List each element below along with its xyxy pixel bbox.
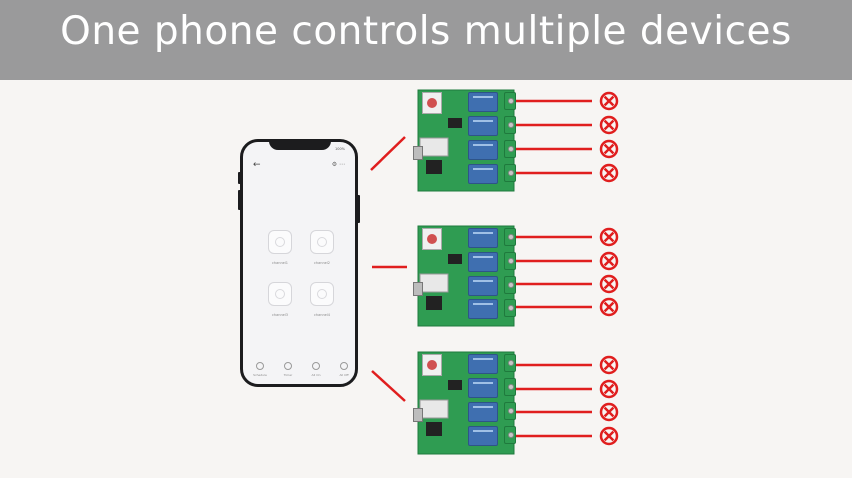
- load-x-icon: [599, 115, 619, 135]
- link-line-1: [370, 136, 406, 171]
- power-icon: [275, 237, 285, 247]
- load-x-icon: [599, 297, 619, 317]
- usb-port: [413, 282, 423, 296]
- relay: [468, 276, 498, 296]
- switch-button-channel1[interactable]: [268, 230, 292, 254]
- chip: [426, 160, 442, 174]
- load-x-icon: [599, 251, 619, 271]
- phone-mockup: 100% ← ⚙ ⋯ channel1 channel2 channel3 ch…: [240, 139, 358, 387]
- relay: [468, 426, 498, 446]
- power-off-icon[interactable]: [340, 362, 348, 370]
- relay-board-2: [412, 224, 518, 328]
- wifi-module: [422, 92, 442, 114]
- relay: [468, 299, 498, 319]
- load-x-icon: [599, 91, 619, 111]
- timer-icon[interactable]: [284, 362, 292, 370]
- load-x-icon: [599, 139, 619, 159]
- switch-label: channel3: [271, 313, 289, 317]
- phone-power-button: [357, 195, 360, 223]
- banner-title: One phone controls multiple devices: [60, 9, 792, 54]
- wifi-module: [422, 228, 442, 250]
- switch-button-channel2[interactable]: [310, 230, 334, 254]
- phone-volume-button: [238, 190, 241, 210]
- phone-notch: [269, 139, 331, 150]
- power-icon: [317, 237, 327, 247]
- relay-board-3: [412, 350, 518, 456]
- title-banner: One phone controls multiple devices: [0, 0, 852, 80]
- load-x-icon: [599, 426, 619, 446]
- relay: [468, 164, 498, 184]
- terminal-block: [504, 228, 516, 246]
- relay: [468, 92, 498, 112]
- nav-label: Timer: [283, 373, 293, 377]
- terminal-block: [504, 92, 516, 110]
- switch-button-channel4[interactable]: [310, 282, 334, 306]
- terminal-block: [504, 378, 516, 396]
- chip: [448, 254, 462, 264]
- chip: [448, 380, 462, 390]
- terminal-block: [504, 402, 516, 420]
- battery-status: 100%: [334, 147, 345, 151]
- output-wires: [511, 99, 592, 438]
- load-x-icon: [599, 163, 619, 183]
- arrow-left-icon[interactable]: ←: [253, 160, 261, 170]
- load-x-icon: [599, 274, 619, 294]
- load-x-icon: [599, 379, 619, 399]
- chip: [448, 118, 462, 128]
- nav-label: All Off: [339, 373, 349, 377]
- chip: [426, 296, 442, 310]
- terminal-block: [504, 354, 516, 372]
- terminal-block: [504, 426, 516, 444]
- load-x-icon: [599, 227, 619, 247]
- nav-label: All On: [311, 373, 321, 377]
- load-x-icon: [599, 402, 619, 422]
- switch-label: channel1: [271, 261, 289, 265]
- wifi-module: [422, 354, 442, 376]
- power-icon: [317, 289, 327, 299]
- terminal-block: [504, 140, 516, 158]
- terminal-block: [504, 299, 516, 317]
- switch-label: channel2: [313, 261, 331, 265]
- more-icon[interactable]: ⚙ ⋯: [331, 161, 345, 168]
- nav-label: Schedule: [253, 373, 267, 377]
- terminal-block: [504, 252, 516, 270]
- link-line-3: [371, 370, 406, 402]
- clock-icon[interactable]: [256, 362, 264, 370]
- switch-button-channel3[interactable]: [268, 282, 292, 306]
- terminal-block: [504, 276, 516, 294]
- chip: [426, 422, 442, 436]
- relay: [468, 354, 498, 374]
- relay: [468, 228, 498, 248]
- terminal-block: [504, 116, 516, 134]
- relay-board-1: [412, 88, 518, 193]
- power-icon[interactable]: [312, 362, 320, 370]
- terminal-block: [504, 164, 516, 182]
- load-x-icon: [599, 355, 619, 375]
- relay: [468, 140, 498, 160]
- relay: [468, 116, 498, 136]
- power-icon: [275, 289, 285, 299]
- usb-port: [413, 146, 423, 160]
- relay: [468, 252, 498, 272]
- relay: [468, 378, 498, 398]
- phone-volume-button: [238, 172, 241, 184]
- usb-port: [413, 408, 423, 422]
- switch-label: channel4: [313, 313, 331, 317]
- relay: [468, 402, 498, 422]
